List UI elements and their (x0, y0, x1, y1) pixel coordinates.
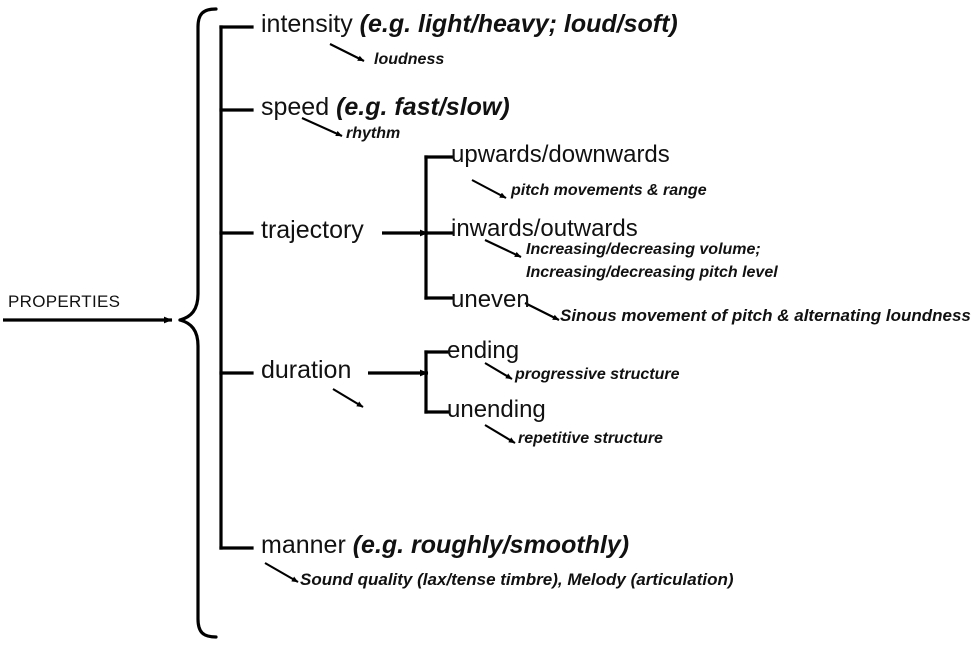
gloss-arrow-increasing-volume (484, 239, 522, 258)
outer-curly-brace (178, 7, 218, 639)
branch-label-manner-italic: (e.g. roughly/smoothly) (352, 531, 630, 559)
gloss-arrow-sound-quality (264, 562, 299, 583)
gloss-repetitive-structure: repetitive structure (518, 430, 663, 447)
gloss-sound-quality: Sound quality (lax/tense timbre), Melody… (300, 570, 734, 589)
subbranch-label-ending: ending (447, 337, 520, 364)
branch-label-intensity-plain: intensity (261, 10, 360, 38)
gloss-arrow-repetitive (484, 424, 516, 444)
branch-label-manner-plain: manner (261, 531, 353, 559)
subbranch-label-unending: unending (447, 396, 546, 423)
gloss-arrow-loudness (329, 43, 365, 62)
gloss-pitch-movements: pitch movements & range (511, 182, 707, 199)
gloss-increasing-pitch-level: Increasing/decreasing pitch level (526, 264, 778, 281)
gloss-increasing-volume: Increasing/decreasing volume; (526, 241, 761, 258)
branch-label-duration-plain: duration (261, 356, 352, 384)
gloss-arrow-duration-unlabeled (332, 388, 364, 408)
branch-label-speed-plain: speed (261, 93, 337, 121)
branch-label-speed: speed (e.g. fast/slow) (261, 94, 510, 120)
duration-sub-bracket (424, 350, 450, 414)
gloss-loudness: loudness (374, 51, 445, 68)
branch-label-intensity-italic: (e.g. light/heavy; loud/soft) (359, 10, 678, 38)
gloss-arrows (264, 43, 560, 583)
level1-bracket (219, 25, 254, 550)
subbranch-label-inwards-outwards: inwards/outwards (451, 215, 638, 242)
root-label: PROPERTIES (8, 292, 121, 311)
branch-label-speed-italic: (e.g. fast/slow) (336, 93, 510, 121)
gloss-arrow-sinous (524, 302, 560, 321)
branch-label-trajectory: trajectory (261, 217, 364, 243)
branch-label-trajectory-plain: trajectory (261, 216, 364, 244)
gloss-arrow-pitch-movements (471, 179, 507, 199)
branch-label-duration: duration (261, 357, 351, 383)
gloss-arrow-rhythm (301, 117, 343, 137)
branch-label-intensity: intensity (e.g. light/heavy; loud/soft) (261, 11, 678, 37)
gloss-rhythm: rhythm (346, 125, 401, 142)
subbranch-label-uneven: uneven (451, 286, 530, 313)
trajectory-sub-bracket (424, 155, 454, 300)
gloss-arrow-progressive (484, 362, 513, 380)
gloss-progressive-structure: progressive structure (515, 366, 680, 383)
gloss-sinous-movement: Sinous movement of pitch & alternating l… (560, 306, 971, 325)
subbranch-label-upwards-downwards: upwards/downwards (451, 141, 670, 168)
branch-label-manner: manner (e.g. roughly/smoothly) (261, 532, 629, 558)
